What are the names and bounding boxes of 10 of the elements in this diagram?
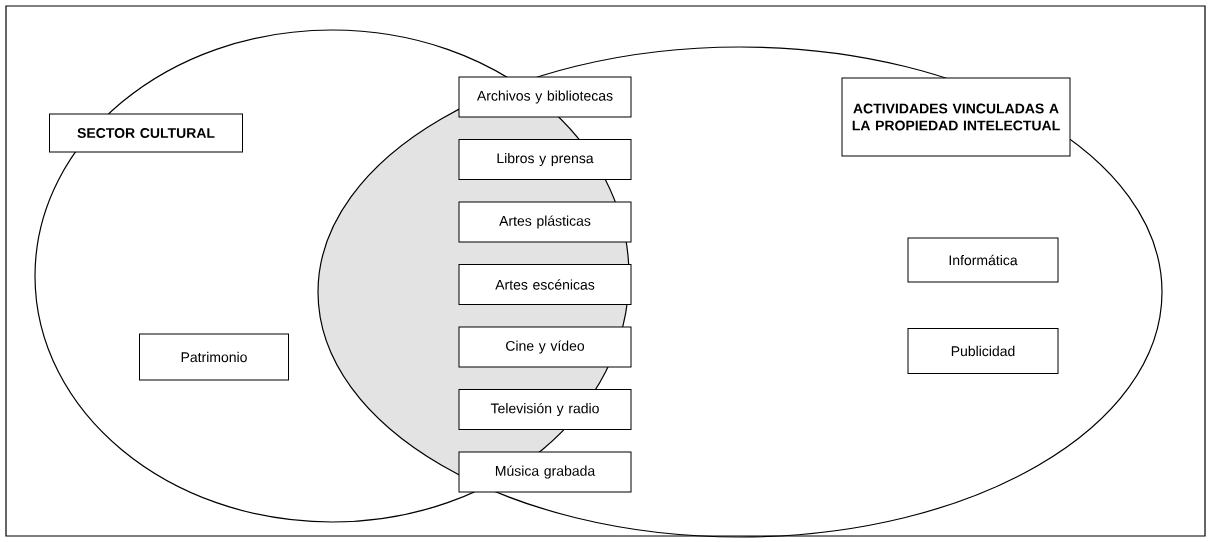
heading-box: SECTOR CULTURAL — [49, 113, 243, 153]
category-box: Artes plásticas — [458, 201, 632, 243]
category-box: Patrimonio — [139, 333, 289, 381]
category-box: Publicidad — [907, 328, 1059, 374]
category-box: Cine y vídeo — [458, 326, 632, 368]
heading-box: ACTIVIDADES VINCULADAS A LA PROPIEDAD INTELECTUAL — [841, 77, 1071, 157]
category-box: Televisión y radio — [458, 389, 632, 430]
category-box: Artes escénicas — [458, 264, 632, 305]
category-box: Informática — [907, 237, 1059, 283]
category-box: Libros y prensa — [458, 139, 632, 180]
